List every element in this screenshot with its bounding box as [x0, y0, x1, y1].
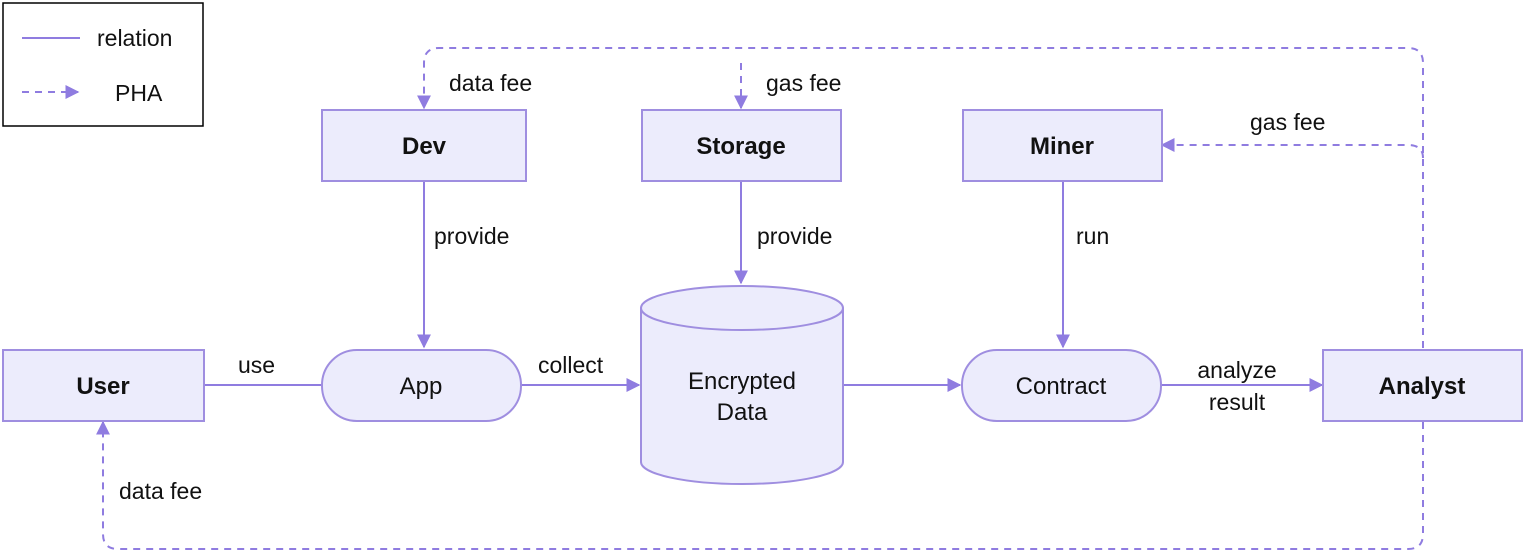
node-storage-label: Storage [696, 133, 785, 160]
node-contract: Contract [961, 349, 1162, 422]
pha-analyst-to-dev [417, 47, 1424, 348]
legend-pha-label: PHA [115, 80, 163, 106]
pha-analyst-to-miner [1160, 138, 1424, 159]
node-storage: Storage [641, 109, 842, 182]
pha-edges [96, 47, 1424, 550]
node-miner-label: Miner [1030, 133, 1094, 160]
node-analyst: Analyst [1322, 349, 1523, 422]
legend-relation-label: relation [97, 25, 172, 51]
node-encrypted-data: Encrypted Data [640, 285, 844, 485]
label-app-collect: collect [538, 352, 604, 378]
node-encrypted-data-label-2: Data [717, 399, 768, 426]
legend: relation PHA [2, 2, 204, 127]
label-miner-gas-fee: gas fee [1250, 109, 1325, 135]
node-user: User [2, 349, 205, 422]
label-user-data-fee: data fee [119, 478, 202, 504]
legend-box [2, 2, 204, 127]
node-analyst-label: Analyst [1379, 373, 1466, 400]
label-miner-run: run [1076, 223, 1109, 249]
label-storage-gas-fee: gas fee [766, 70, 841, 96]
node-app: App [321, 349, 522, 422]
node-dev-label: Dev [402, 133, 447, 160]
pha-analyst-to-user [96, 420, 1424, 550]
label-contract-result: result [1209, 389, 1266, 415]
label-dev-provide: provide [434, 223, 509, 249]
node-dev: Dev [321, 109, 527, 182]
label-dev-data-fee: data fee [449, 70, 532, 96]
relation-edges [204, 181, 1324, 392]
label-user-use: use [238, 352, 275, 378]
node-user-label: User [76, 373, 129, 400]
node-encrypted-data-label-1: Encrypted [688, 368, 796, 395]
node-miner: Miner [962, 109, 1163, 182]
label-contract-analyze: analyze [1197, 357, 1276, 383]
node-contract-label: Contract [1016, 373, 1107, 400]
edge-labels: data fee gas fee gas fee provide provide… [119, 70, 1325, 504]
node-app-label: App [400, 373, 443, 400]
label-storage-provide: provide [757, 223, 832, 249]
